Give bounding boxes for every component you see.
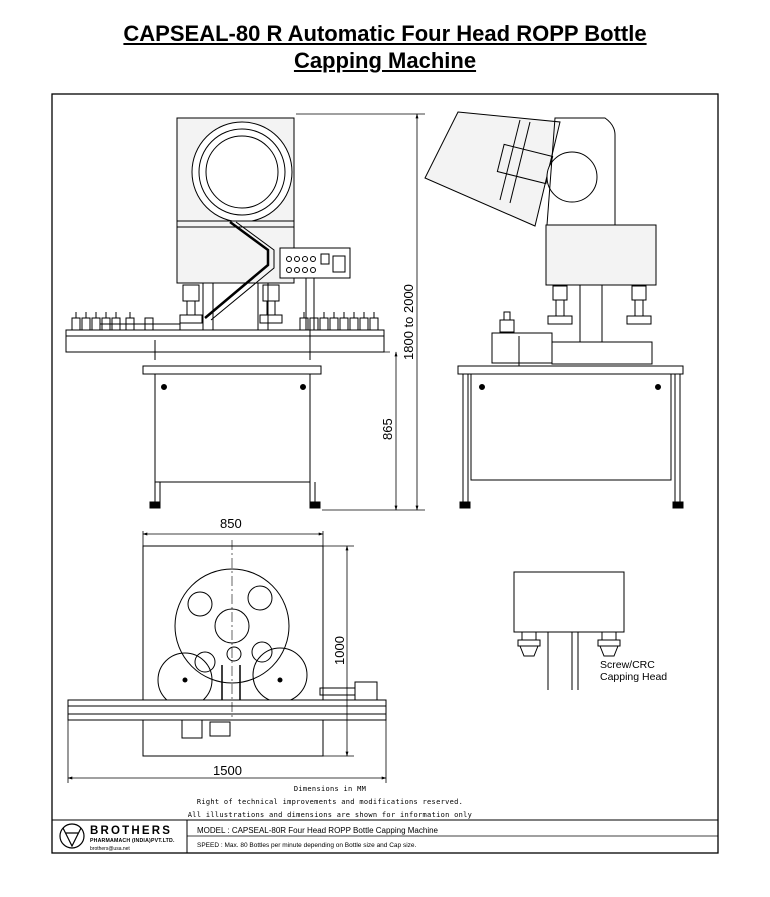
length-1500-label: 1500 (213, 763, 242, 778)
top-table-outline (142, 545, 324, 757)
side-capping-head-left (547, 285, 573, 325)
control-panel (279, 247, 351, 279)
front-dimensions (296, 113, 425, 511)
bottles-row-right (299, 312, 379, 331)
bottles-row-left (71, 312, 154, 331)
front-table-top (142, 365, 322, 375)
drawing-title-line2: Capping Machine (293, 48, 477, 73)
capping-head-label: Capping Head (600, 671, 668, 683)
capping-head-left (179, 284, 203, 324)
side-housing (545, 224, 657, 286)
side-bowl (546, 151, 598, 203)
brothers-logo-icon (59, 823, 85, 849)
illustrations-note: All illustrations and dimensions are sho… (187, 811, 473, 819)
brand-subtitle: PHARMAMACH (INDIA)PVT.LTD. (90, 838, 175, 844)
speed-info: SPEED : Max. 80 Bottles per minute depen… (197, 842, 417, 849)
capping-head-detail (513, 571, 625, 690)
width-850-label: 850 (220, 516, 242, 531)
dimensions-note: Dimensions in MM (293, 785, 367, 793)
detail-housing (513, 571, 625, 633)
screw-crc-label: Screw/CRC (600, 659, 655, 671)
rights-note: Right of technical improvements and modi… (196, 798, 464, 806)
top-motor (354, 681, 378, 701)
side-bottle (499, 319, 515, 333)
side-conveyor (551, 341, 653, 365)
hopper-bowl-outer (191, 121, 293, 223)
top-turntable (174, 568, 290, 684)
model-info: MODEL : CAPSEAL-80R Four Head ROPP Bottl… (197, 826, 438, 835)
tilted-hopper (424, 111, 561, 227)
side-table-top (457, 365, 684, 375)
top-conveyor (67, 699, 387, 721)
drawing-frame (51, 93, 719, 854)
drawing-title-line1: CAPSEAL-80 R Automatic Four Head ROPP Bo… (123, 21, 647, 46)
front-view (65, 117, 385, 509)
top-dimensions (67, 531, 387, 783)
brand-email: brothers@usa.net (90, 846, 130, 852)
capping-head-right (259, 284, 283, 324)
side-table-cabinet (470, 373, 672, 481)
front-conveyor (65, 329, 385, 353)
top-view (67, 540, 387, 757)
brand-name: BROTHERS (90, 825, 173, 837)
side-capping-head-right (626, 285, 652, 325)
depth-1000-label: 1000 (332, 636, 347, 665)
hopper-bowl-inner (198, 128, 286, 216)
hopper-bowl-core (205, 135, 279, 209)
front-table-cabinet (154, 373, 311, 483)
table-height-label: 865 (380, 418, 395, 440)
side-view (424, 111, 684, 509)
height-range-label: 1800 to 2000 (401, 284, 416, 360)
lower-housing (176, 220, 295, 284)
cap-chute (204, 220, 270, 319)
